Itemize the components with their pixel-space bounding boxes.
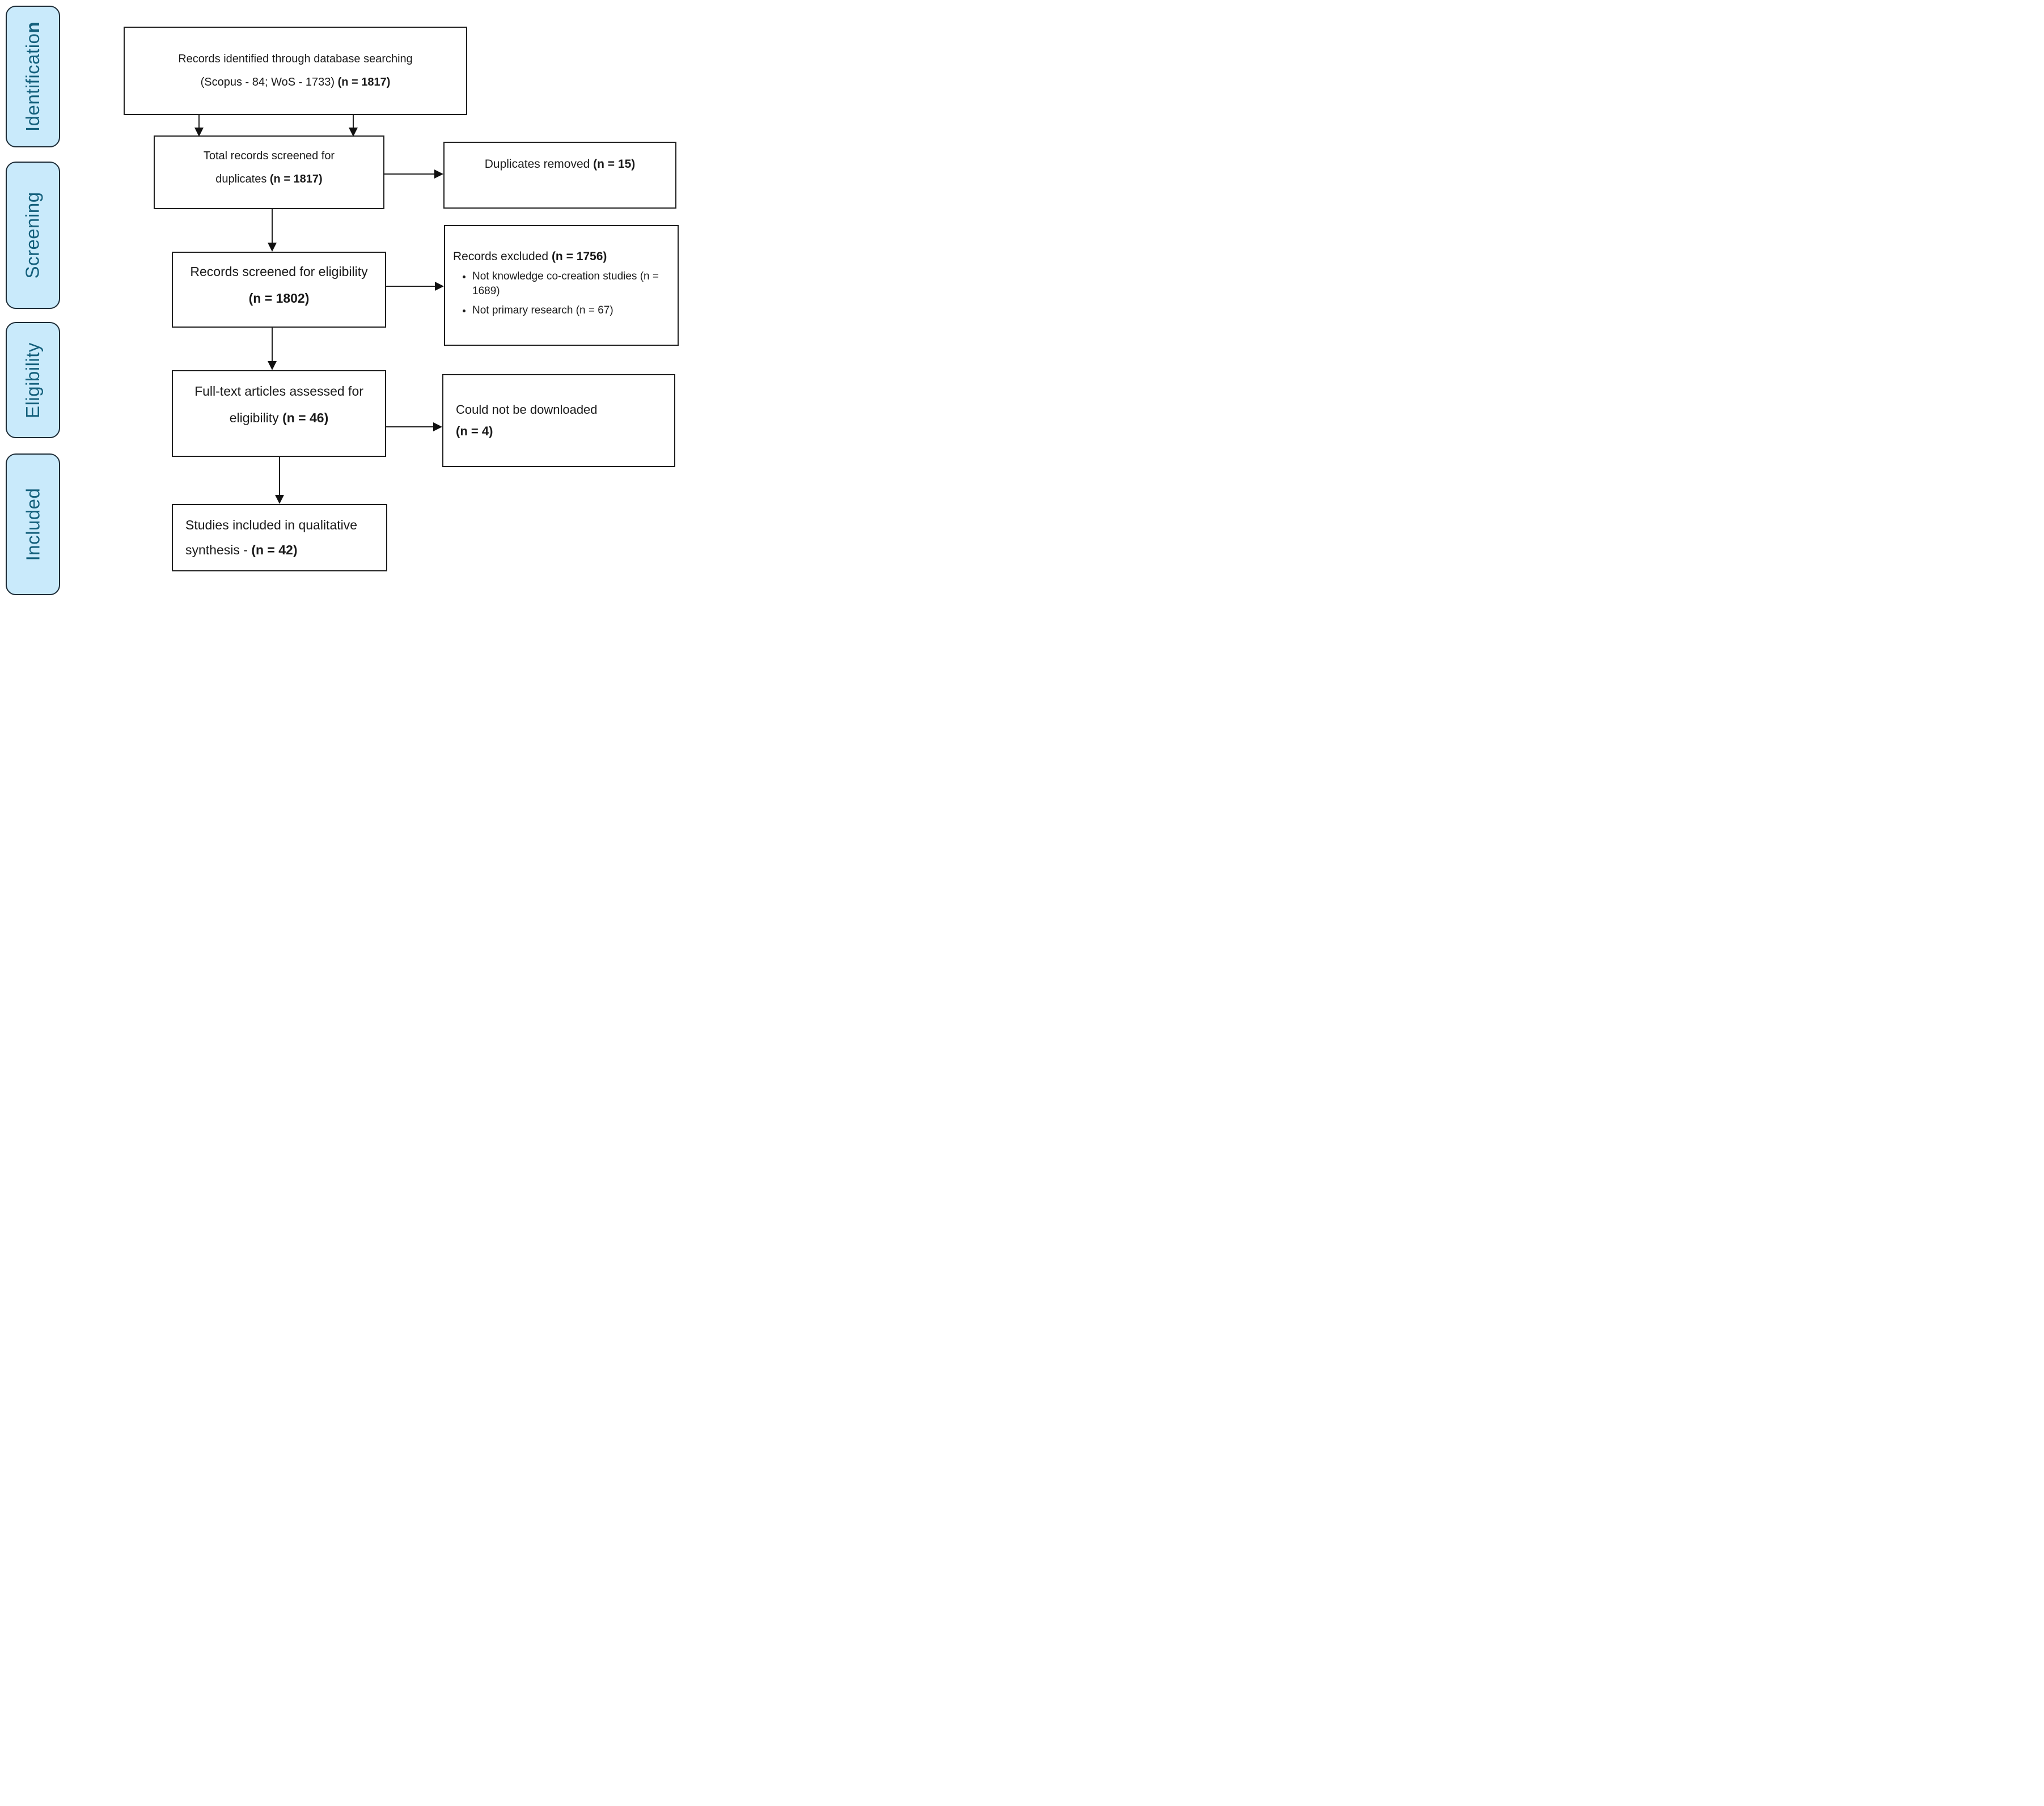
- box-records-excluded: Records excluded (n = 1756) Not knowledg…: [444, 225, 679, 346]
- arrow-eligibility-to-excluded: [386, 286, 435, 287]
- arrow-screened-to-duplicates: [384, 173, 434, 175]
- stage-screening-label: Screening: [22, 192, 44, 279]
- records-excluded-reason-list: Not knowledge co-creation studies (n = 1…: [453, 269, 673, 323]
- stage-included: Included: [6, 453, 60, 595]
- box-included-synthesis-line2: synthesis - (n = 42): [185, 542, 298, 557]
- box-records-identified: Records identified through database sear…: [124, 27, 467, 115]
- arrow-eligibility-to-fulltext: [272, 328, 273, 361]
- box-records-identified-line1: Records identified through database sear…: [178, 53, 413, 65]
- box-screened-duplicates-line2: duplicates (n = 1817): [215, 173, 323, 185]
- box-fulltext-assessed-line2: eligibility (n = 46): [229, 410, 329, 426]
- stage-eligibility-label: Eligibility: [22, 342, 43, 418]
- stage-identification: Identification: [6, 6, 60, 147]
- arrow-identified-to-screened-left: [198, 115, 200, 128]
- box-included-synthesis: Studies included in qualitative synthesi…: [172, 504, 387, 571]
- arrow-fulltext-to-download: [386, 426, 433, 427]
- box-included-synthesis-line1: Studies included in qualitative: [185, 517, 358, 532]
- box-screened-eligibility-line1: Records screened for eligibility: [190, 264, 368, 279]
- box-duplicates-removed: Duplicates removed (n = 15): [443, 142, 676, 209]
- box-fulltext-assessed-line1: Full-text articles assessed for: [194, 384, 363, 398]
- box-screened-duplicates-line1: Total records screened for: [203, 150, 335, 162]
- box-could-not-download-line2: (n = 4): [456, 424, 493, 438]
- prisma-flow-diagram: Identification Screening Eligibility Inc…: [0, 0, 680, 602]
- stage-included-label: Included: [22, 487, 44, 561]
- box-screened-eligibility: Records screened for eligibility (n = 18…: [172, 252, 386, 328]
- box-fulltext-assessed: Full-text articles assessed for eligibil…: [172, 370, 386, 457]
- records-excluded-reason: Not primary research (n = 67): [472, 303, 673, 318]
- records-excluded-reason: Not knowledge co-creation studies (n = 1…: [472, 269, 673, 299]
- arrow-fulltext-to-included: [279, 457, 280, 495]
- box-records-excluded-title: Records excluded (n = 1756): [453, 250, 607, 264]
- box-screened-eligibility-line2: (n = 1802): [248, 291, 310, 306]
- box-duplicates-removed-text: Duplicates removed (n = 15): [484, 158, 636, 171]
- arrow-screened-to-eligibility: [272, 209, 273, 243]
- box-could-not-download-line1: Could not be downloaded: [456, 402, 598, 417]
- box-could-not-download: Could not be downloaded (n = 4): [442, 374, 675, 467]
- stage-identification-label: Identification: [22, 21, 44, 132]
- arrow-identified-to-screened-right: [353, 115, 354, 128]
- box-screened-duplicates: Total records screened for duplicates (n…: [154, 135, 384, 209]
- stage-eligibility: Eligibility: [6, 322, 60, 438]
- box-records-identified-line2: (Scopus - 84; WoS - 1733) (n = 1817): [200, 76, 391, 88]
- stage-screening: Screening: [6, 162, 60, 309]
